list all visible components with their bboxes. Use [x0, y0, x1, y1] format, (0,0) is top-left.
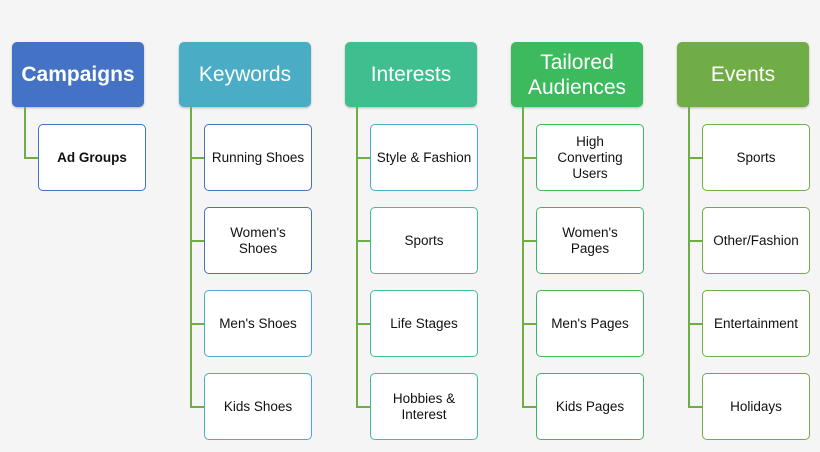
- audiences-connector-vertical: [522, 107, 524, 408]
- mens-pages-node: Men's Pages: [536, 290, 644, 357]
- events-connector-4: [688, 406, 702, 408]
- audiences-connector-1: [522, 157, 536, 159]
- events-connector-1: [688, 157, 702, 159]
- mens-shoes-node: Men's Shoes: [204, 290, 312, 357]
- sports-interest-node: Sports: [370, 207, 478, 274]
- keywords-connector-4: [190, 406, 204, 408]
- campaigns-header: Campaigns: [12, 42, 144, 107]
- running-shoes-node: Running Shoes: [204, 124, 312, 191]
- events-connector-2: [688, 240, 702, 242]
- keywords-connector-2: [190, 240, 204, 242]
- keywords-header: Keywords: [179, 42, 311, 107]
- hobbies-interest-node: Hobbies & Interest: [370, 373, 478, 440]
- interests-connector-3: [356, 323, 370, 325]
- holidays-node: Holidays: [702, 373, 810, 440]
- style-fashion-node: Style & Fashion: [370, 124, 478, 191]
- sports-event-node: Sports: [702, 124, 810, 191]
- audiences-connector-4: [522, 406, 536, 408]
- womens-shoes-node: Women's Shoes: [204, 207, 312, 274]
- interests-connector-2: [356, 240, 370, 242]
- interests-header: Interests: [345, 42, 477, 107]
- keywords-connector-1: [190, 157, 204, 159]
- tailored-audiences-header: Tailored Audiences: [511, 42, 643, 107]
- audiences-connector-3: [522, 323, 536, 325]
- life-stages-node: Life Stages: [370, 290, 478, 357]
- events-connector-3: [688, 323, 702, 325]
- other-fashion-node: Other/Fashion: [702, 207, 810, 274]
- kids-pages-node: Kids Pages: [536, 373, 644, 440]
- keywords-connector-vertical: [190, 107, 192, 408]
- entertainment-node: Entertainment: [702, 290, 810, 357]
- kids-shoes-node: Kids Shoes: [204, 373, 312, 440]
- interests-connector-vertical: [356, 107, 358, 408]
- campaigns-connector-vertical: [24, 107, 26, 159]
- keywords-connector-3: [190, 323, 204, 325]
- ad-groups-node: Ad Groups: [38, 124, 146, 191]
- high-converting-users-node: High Converting Users: [536, 124, 644, 191]
- audiences-connector-2: [522, 240, 536, 242]
- womens-pages-node: Women's Pages: [536, 207, 644, 274]
- campaigns-connector-ad-groups: [24, 157, 38, 159]
- interests-connector-4: [356, 406, 370, 408]
- events-header: Events: [677, 42, 809, 107]
- interests-connector-1: [356, 157, 370, 159]
- events-connector-vertical: [688, 107, 690, 408]
